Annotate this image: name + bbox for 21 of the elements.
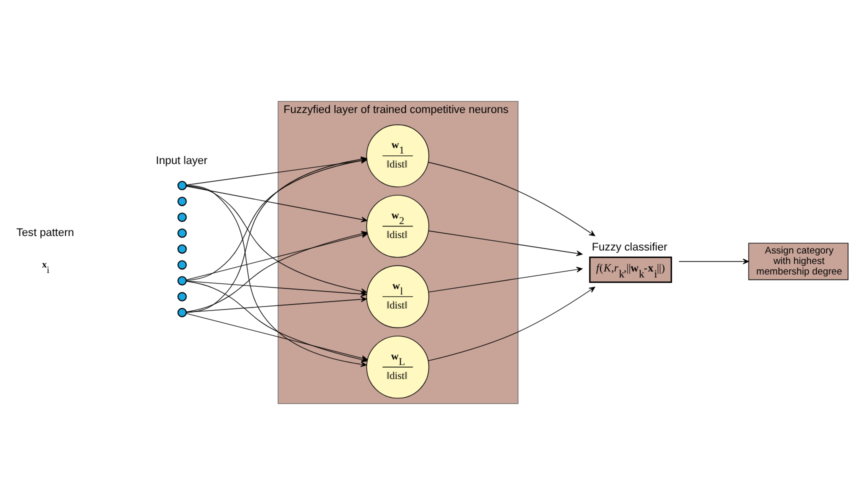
label: Test pattern (16, 226, 74, 238)
node-circle (177, 292, 187, 301)
node-circle (177, 196, 187, 206)
arrow (428, 230, 582, 256)
arrow (186, 312, 368, 360)
node-circle (177, 212, 187, 222)
node-label: Fuzzy classifier (592, 240, 668, 253)
node-circle (177, 260, 187, 270)
arrow (678, 258, 749, 264)
arrow (428, 161, 596, 236)
arrow (186, 296, 367, 312)
node-circle (177, 307, 187, 317)
arrow (428, 266, 582, 292)
label: Input layer (156, 154, 208, 166)
node-box: Assign category with highest membership degree (748, 242, 848, 280)
node-circle (177, 244, 187, 254)
node-circle (177, 276, 187, 285)
node-circle (177, 228, 187, 238)
arrow (186, 185, 368, 222)
arrow (428, 286, 596, 361)
node-circle (177, 180, 187, 190)
